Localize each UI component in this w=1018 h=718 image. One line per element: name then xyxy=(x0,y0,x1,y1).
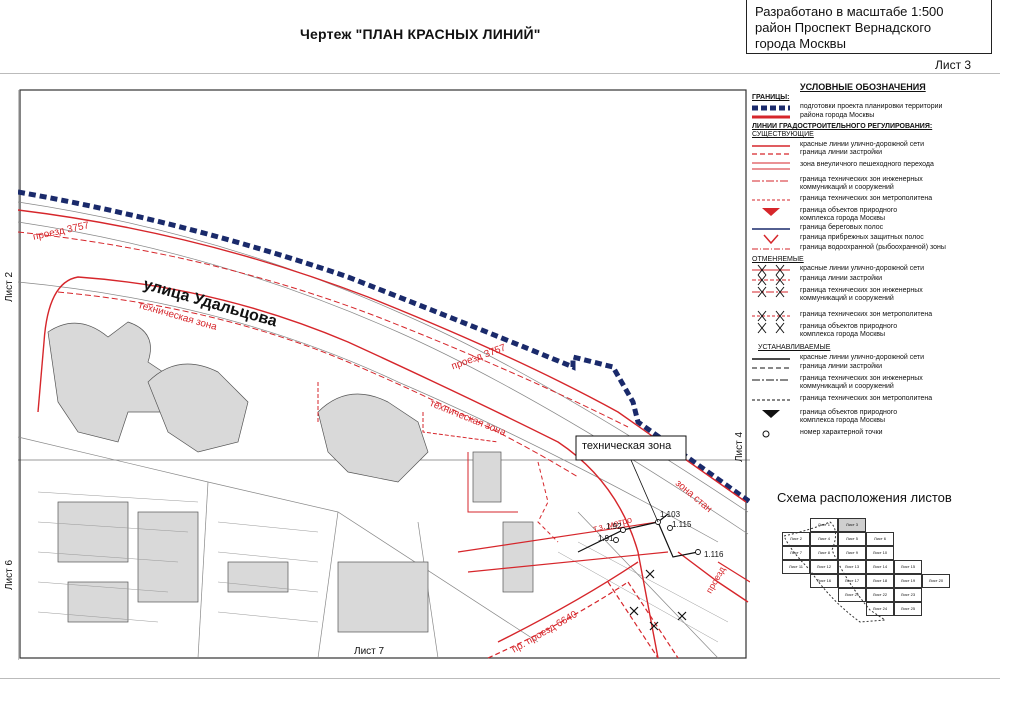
scheme-cell: Лист 23 xyxy=(894,588,922,602)
legend-item: района города Москвы xyxy=(752,112,875,119)
scheme-cell: Лист 2 xyxy=(782,532,810,546)
point-1-92[interactable] xyxy=(620,527,626,533)
city-line: города Москвы xyxy=(755,36,846,51)
scheme-cell-current: Лист 3 xyxy=(838,518,866,532)
sheet-layout-scheme[interactable]: Лист 1 Лист 3 Лист 2 Лист 4 Лист 5 Лист … xyxy=(770,510,960,660)
red-lines-map[interactable] xyxy=(18,82,750,660)
legend-sub-cancel: ОТМЕНЯЕМЫЕ xyxy=(752,256,804,263)
callout-tech-zone-text: техническая зона xyxy=(582,440,672,452)
scheme-cell: Лист 20 xyxy=(922,574,950,588)
scheme-boundary xyxy=(783,521,887,623)
legend-sub-existing: СУЩЕСТВУЮЩИЕ xyxy=(752,131,814,138)
scheme-cell: Лист 13 xyxy=(838,560,866,574)
scheme-cell: Лист 18 xyxy=(866,574,894,588)
scheme-cell: Лист 5 xyxy=(838,532,866,546)
scheme-cell: Лист 21 xyxy=(838,588,866,602)
tech-zone-callout xyxy=(575,435,687,523)
scheme-cell: Лист 10 xyxy=(866,546,894,560)
legend-sub-set: УСТАНАВЛИВАЕМЫЕ xyxy=(758,344,831,351)
frame-line-bottom xyxy=(0,678,1000,679)
legend-title: УСЛОВНЫЕ ОБОЗНАЧЕНИЯ xyxy=(800,82,926,92)
scheme-cell: Лист 11 xyxy=(782,560,810,574)
scheme-cell: Лист 14 xyxy=(866,560,894,574)
scheme-cell: Лист 4 xyxy=(810,532,838,546)
district-line: район Проспект Вернадского xyxy=(755,20,932,35)
point-label-1-115: 1.115 xyxy=(672,520,692,529)
scheme-cell: Лист 8 xyxy=(810,546,838,560)
point-label-1-116: 1.116 xyxy=(704,550,724,559)
scheme-cell: Лист 6 xyxy=(866,532,894,546)
scheme-cell: Лист 17 xyxy=(838,574,866,588)
point-1-91[interactable] xyxy=(613,537,619,543)
drawing-title: Чертеж "ПЛАН КРАСНЫХ ЛИНИЙ" xyxy=(300,26,541,42)
scale-line: Разработано в масштабе 1:500 xyxy=(755,4,944,19)
point-label-1-103: 1.103 xyxy=(660,510,681,519)
sheet-ref-right[interactable]: Лист 4 xyxy=(734,431,745,462)
scheme-cell: Лист 25 xyxy=(894,602,922,616)
scheme-cell: Лист 9 xyxy=(838,546,866,560)
scheme-cell: Лист 7 xyxy=(782,546,810,560)
point-label-1-92: 1.92 xyxy=(606,522,622,531)
frame-line-top xyxy=(0,73,1000,74)
sheet-ref-left-top[interactable]: Лист 2 xyxy=(4,271,15,302)
scheme-cell: Лист 15 xyxy=(894,560,922,574)
scheme-cell: Лист 22 xyxy=(866,588,894,602)
scale-info-box: Разработано в масштабе 1:500 район Просп… xyxy=(746,0,992,54)
scheme-cell: Лист 12 xyxy=(810,560,838,574)
legend-group-borders: ГРАНИЦЫ: xyxy=(752,94,790,101)
legend-item: подготовки проекта планировки территории xyxy=(752,103,943,111)
scheme-cell: Лист 19 xyxy=(894,574,922,588)
point-1-115[interactable] xyxy=(667,525,673,531)
point-label-1-91: 1.91 xyxy=(598,534,614,543)
legend-group-lines: ЛИНИИ ГРАДОСТРОИТЕЛЬНОГО РЕГУЛИРОВАНИЯ: xyxy=(752,123,933,130)
point-1-116[interactable] xyxy=(695,549,701,555)
sheet-number: Лист 3 xyxy=(935,58,972,72)
scheme-cell: Лист 16 xyxy=(810,574,838,588)
sheet-ref-bottom[interactable]: Лист 7 xyxy=(354,646,385,657)
scheme-title: Схема расположения листов xyxy=(777,490,952,505)
legend: УСЛОВНЫЕ ОБОЗНАЧЕНИЯ ГРАНИЦЫ: подготовки… xyxy=(752,80,992,466)
sheet-ref-left-bottom[interactable]: Лист 6 xyxy=(4,559,15,590)
